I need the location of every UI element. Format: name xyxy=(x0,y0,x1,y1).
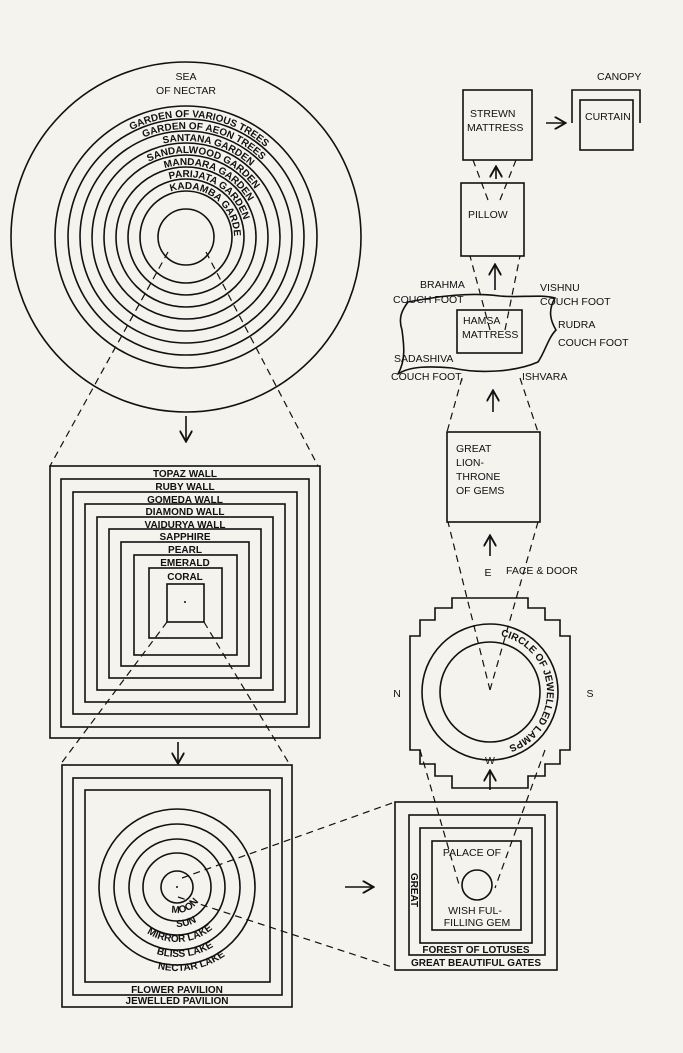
brahma-label: BRAHMA xyxy=(420,279,465,291)
west-label: W xyxy=(485,755,495,767)
sea-label: SEA xyxy=(175,71,196,83)
projection-line xyxy=(177,896,396,969)
south-label: S xyxy=(586,688,593,700)
curtain-box xyxy=(579,99,634,151)
sadashiva-label: SADASHIVA xyxy=(394,353,453,365)
great-label: GREAT xyxy=(408,873,419,907)
flower-pavilion-label: FLOWER PAVILION xyxy=(131,985,223,996)
projection-line xyxy=(447,521,491,691)
throne-label: GREAT xyxy=(456,443,492,455)
gates-label: GREAT BEAUTIFUL GATES xyxy=(411,958,541,969)
couch-foot-label: COUCH FOOT xyxy=(540,296,611,308)
projection-line xyxy=(59,621,168,766)
projection-line xyxy=(181,801,396,879)
strewn-label: STREWN xyxy=(470,108,516,120)
projection-line xyxy=(205,251,319,467)
hamsa-label: MATTRESS xyxy=(462,329,518,341)
projection-line xyxy=(469,255,491,331)
curtain-label: CURTAIN xyxy=(585,111,631,123)
pillow-label: PILLOW xyxy=(468,209,508,221)
jewelled-pavilion-label: JEWELLED PAVILION xyxy=(126,996,229,1007)
projection-line xyxy=(499,159,517,201)
projection-line xyxy=(504,255,521,331)
wish-gem-label: WISH FUL- xyxy=(448,905,502,917)
projection-line xyxy=(489,521,539,691)
couch-foot-label: COUCH FOOT xyxy=(393,294,464,306)
palace-label: PALACE OF xyxy=(443,847,501,859)
sea-of-nectar-circles xyxy=(10,61,362,413)
projection-line xyxy=(49,251,169,467)
couch-foot-label: COUCH FOOT, xyxy=(391,371,463,383)
lamps-inner-circle xyxy=(439,641,541,743)
wall-label: TOPAZ WALL xyxy=(153,469,217,480)
pillow-box xyxy=(460,182,525,257)
wall-label: DIAMOND WALL xyxy=(146,507,225,518)
wall-label: CORAL xyxy=(167,572,203,583)
wall-label: RUBY WALL xyxy=(155,482,214,493)
projection-line xyxy=(446,377,463,433)
projection-line xyxy=(519,377,539,433)
throne-label: LION- xyxy=(456,457,485,469)
palace-squares xyxy=(394,801,558,971)
couch-outline xyxy=(397,293,558,375)
wall-label: SAPPHIRE xyxy=(159,532,210,543)
face-door-label: FACE & DOOR xyxy=(506,565,578,577)
projection-line xyxy=(203,621,291,766)
couch-foot-label: COUCH FOOT xyxy=(558,337,629,349)
throne-box xyxy=(446,431,541,523)
pavilion-squares xyxy=(61,764,293,1008)
east-label: E xyxy=(484,567,491,579)
forest-label: FOREST OF LOTUSES xyxy=(422,945,530,956)
hamsa-label: HAMSA xyxy=(463,315,500,327)
wall-label: EMERALD xyxy=(160,558,209,569)
rudra-label: RUDRA xyxy=(558,319,595,331)
walls-squares xyxy=(49,465,321,739)
lamps-enclosure xyxy=(409,597,571,789)
projection-line xyxy=(419,749,461,889)
strewn-mattress-box xyxy=(462,89,533,161)
wall-label: GOMEDA WALL xyxy=(147,495,223,506)
throne-label: OF GEMS xyxy=(456,485,504,497)
wall-label: VAIDURYA WALL xyxy=(145,520,226,531)
hamsa-mattress-box xyxy=(456,309,523,354)
ishvara-label: ISHVARA xyxy=(522,371,567,383)
of-nectar-label: OF NECTAR xyxy=(156,85,216,97)
lake-label: SUN xyxy=(176,915,198,930)
projection-line xyxy=(472,159,489,201)
lamps-circle-label: CIRCLE OF JEWELLED LAMPS xyxy=(500,628,555,753)
canopy-label: CANOPY xyxy=(597,71,641,83)
lamps-outer-circle xyxy=(421,623,559,761)
wall-label: PEARL xyxy=(168,545,202,556)
throne-label: THRONE xyxy=(456,471,500,483)
wish-gem-label: FILLING GEM xyxy=(444,917,511,929)
north-label: N xyxy=(393,688,401,700)
strewn-label: MATTRESS xyxy=(467,122,523,134)
canopy-frame xyxy=(571,89,641,123)
vishnu-label: VISHNU xyxy=(540,282,580,294)
projection-line xyxy=(494,749,546,889)
